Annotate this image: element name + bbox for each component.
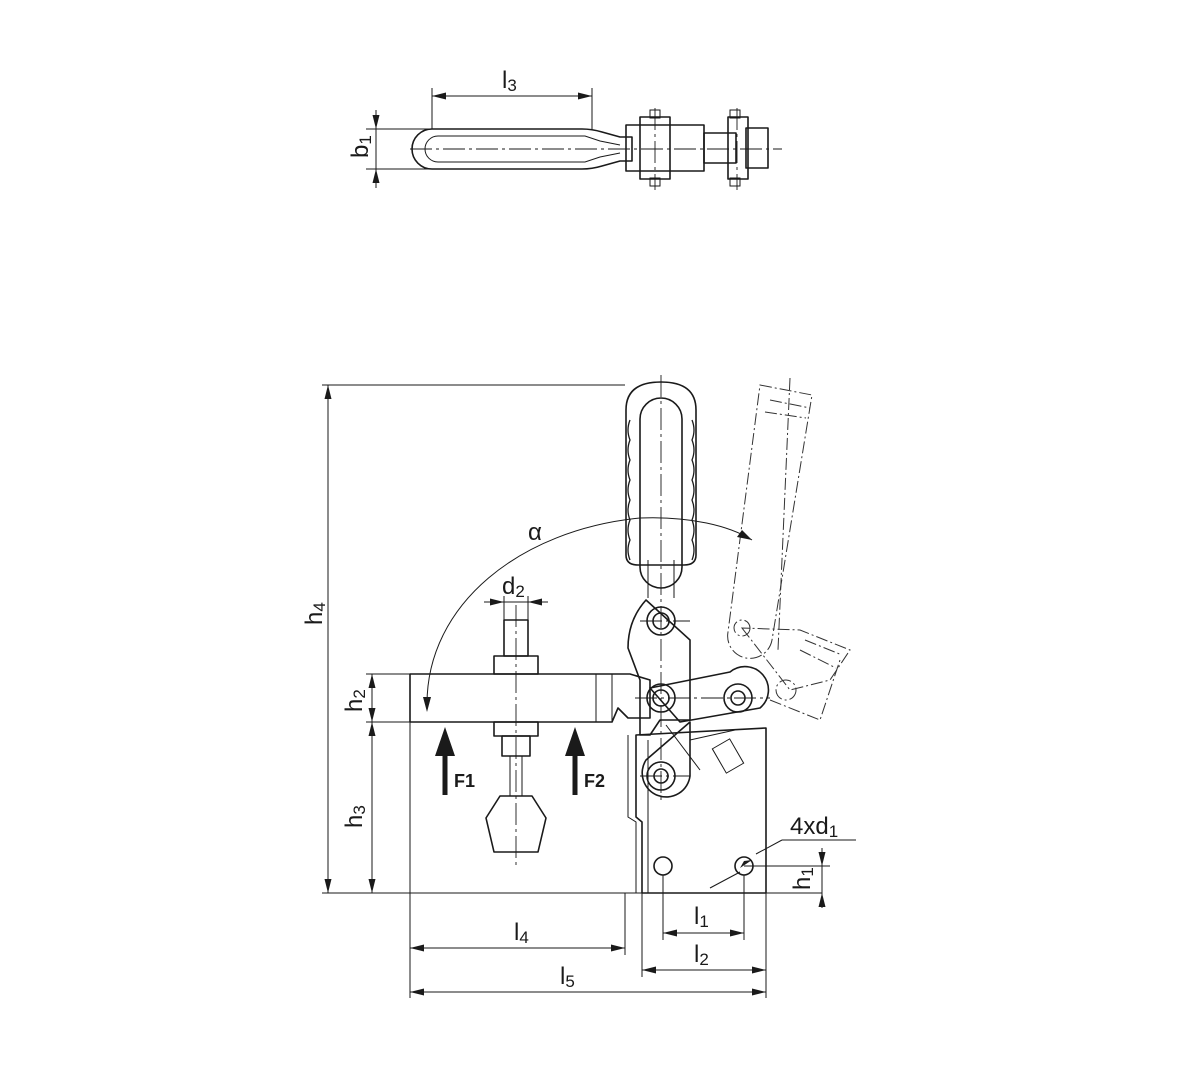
top-view xyxy=(366,88,782,190)
label-l2: l2 xyxy=(694,941,709,969)
label-l5: l5 xyxy=(560,963,575,991)
label-f2: F2 xyxy=(584,771,605,791)
dimension-labels: l3 b1 h4 h2 h3 α d2 F1 F2 4xd1 h1 l1 l4 … xyxy=(301,67,838,991)
label-f1: F1 xyxy=(454,771,475,791)
open-position-phantom xyxy=(727,377,851,721)
label-h4: h4 xyxy=(301,602,329,625)
label-h3: h3 xyxy=(341,805,369,828)
label-alpha: α xyxy=(528,519,542,546)
label-d2: d2 xyxy=(502,573,525,601)
label-l4: l4 xyxy=(514,919,529,947)
label-l1: l1 xyxy=(694,903,709,931)
label-h1: h1 xyxy=(789,867,817,890)
dimension-lines xyxy=(322,384,856,998)
label-h2: h2 xyxy=(341,689,369,712)
label-b1: b1 xyxy=(347,135,375,158)
label-4xd1: 4xd1 xyxy=(790,813,838,841)
side-view xyxy=(409,375,851,894)
label-l3: l3 xyxy=(502,67,517,95)
